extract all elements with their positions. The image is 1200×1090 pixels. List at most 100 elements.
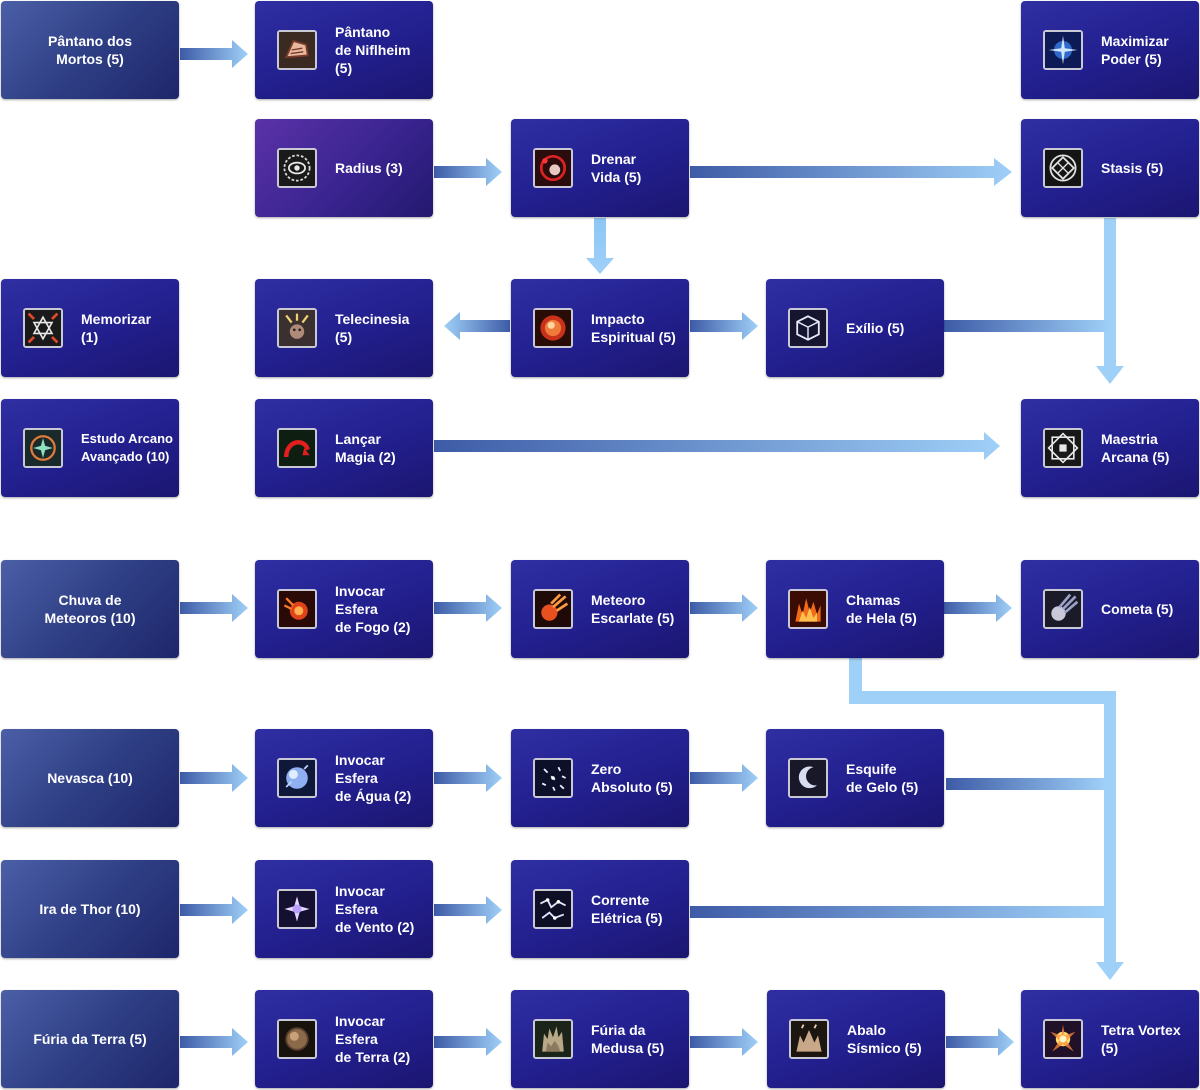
- arrow-radius-to-drenar: [434, 158, 502, 186]
- node-label: Radius (3): [335, 160, 403, 176]
- arrow-nevasca-to-agua: [180, 764, 248, 792]
- node-label: Pântano de Niflheim (5): [335, 24, 411, 76]
- arrow-chuva-to-fogo: [180, 594, 248, 622]
- arcane-mastery-icon: [1043, 428, 1083, 468]
- node-exilio[interactable]: Exílio (5): [766, 279, 944, 377]
- spirit-orb-icon: [533, 308, 573, 348]
- node-label: Invocar Esfera de Vento (2): [335, 883, 415, 935]
- arrow-lancar-to-maestria: [434, 432, 1000, 460]
- ice-coffin-icon: [788, 758, 828, 798]
- node-nevasca[interactable]: Nevasca (10): [1, 729, 179, 827]
- arrow-abalo-to-tetra: [946, 1028, 1014, 1056]
- arcane-study-icon: [23, 428, 63, 468]
- node-memorizar[interactable]: Memorizar (1): [1, 279, 179, 377]
- electric-current-icon: [533, 889, 573, 929]
- node-label: Meteoro Escarlate (5): [591, 592, 675, 626]
- exile-cube-icon: [788, 308, 828, 348]
- node-drenar-vida[interactable]: Drenar Vida (5): [511, 119, 689, 217]
- node-label: Lançar Magia (2): [335, 431, 396, 465]
- node-label: Pântano dos Mortos (5): [47, 33, 132, 67]
- node-furia-terra[interactable]: Fúria da Terra (5): [1, 990, 179, 1088]
- node-label: Maximizar Poder (5): [1101, 33, 1169, 67]
- wind-sphere-icon: [277, 889, 317, 929]
- node-impacto-espiritual[interactable]: Impacto Espiritual (5): [511, 279, 689, 377]
- node-label: Stasis (5): [1101, 160, 1164, 176]
- arrow-chamas-to-cometa: [944, 594, 1012, 622]
- drain-life-icon: [533, 148, 573, 188]
- comet-icon: [1043, 589, 1083, 629]
- arrow-medusa-to-abalo: [690, 1028, 758, 1056]
- arrow-pantano-to-niflheim: [180, 40, 248, 68]
- arrow-agua-to-zero: [434, 764, 502, 792]
- node-label: Fúria da Terra (5): [33, 1031, 147, 1047]
- node-corrente-eletrica[interactable]: Corrente Elétrica (5): [511, 860, 689, 958]
- arrow-vento-to-corrente: [434, 896, 502, 924]
- node-furia-medusa[interactable]: Fúria da Medusa (5): [511, 990, 689, 1088]
- absolute-zero-icon: [533, 758, 573, 798]
- node-label: Abalo Sísmico (5): [847, 1022, 922, 1056]
- earth-sphere-icon: [277, 1019, 317, 1059]
- arrow-terra-to-esfera: [180, 1028, 248, 1056]
- node-label: Esquife de Gelo (5): [846, 761, 919, 795]
- node-esquife-gelo[interactable]: Esquife de Gelo (5): [766, 729, 944, 827]
- node-ira-thor[interactable]: Ira de Thor (10): [1, 860, 179, 958]
- node-abalo-sismico[interactable]: Abalo Sísmico (5): [767, 990, 945, 1088]
- node-chuva-meteoros[interactable]: Chuva de Meteoros (10): [1, 560, 179, 658]
- node-label: Chamas de Hela (5): [846, 592, 917, 626]
- arrow-impacto-to-exilio: [690, 312, 758, 340]
- node-chamas-hela[interactable]: Chamas de Hela (5): [766, 560, 944, 658]
- node-maestria-arcana[interactable]: Maestria Arcana (5): [1021, 399, 1199, 497]
- arrow-drenar-to-stasis: [690, 158, 1012, 186]
- node-esfera-vento[interactable]: Invocar Esfera de Vento (2): [255, 860, 433, 958]
- node-esfera-terra[interactable]: Invocar Esfera de Terra (2): [255, 990, 433, 1088]
- tetra-vortex-icon: [1043, 1019, 1083, 1059]
- scarlet-meteor-icon: [533, 589, 573, 629]
- node-radius[interactable]: Radius (3): [255, 119, 433, 217]
- node-meteoro-escarlate[interactable]: Meteoro Escarlate (5): [511, 560, 689, 658]
- node-label: Zero Absoluto (5): [591, 761, 673, 795]
- node-lancar-magia[interactable]: Lançar Magia (2): [255, 399, 433, 497]
- node-pantano-niflheim[interactable]: Pântano de Niflheim (5): [255, 1, 433, 99]
- node-tetra-vortex[interactable]: Tetra Vortex (5): [1021, 990, 1199, 1088]
- swamp-hand-icon: [277, 30, 317, 70]
- arrow-zero-to-esquife: [690, 764, 758, 792]
- node-cometa[interactable]: Cometa (5): [1021, 560, 1199, 658]
- arrow-corrente-to-tetra: [690, 906, 1106, 918]
- hela-flames-icon: [788, 589, 828, 629]
- radius-circle-icon: [277, 148, 317, 188]
- node-label: Exílio (5): [846, 320, 905, 336]
- telekinesis-icon: [277, 308, 317, 348]
- node-label: Corrente Elétrica (5): [591, 892, 663, 926]
- node-label: Cometa (5): [1101, 601, 1174, 617]
- node-esfera-fogo[interactable]: Invocar Esfera de Fogo (2): [255, 560, 433, 658]
- node-label: Tetra Vortex (5): [1101, 1022, 1181, 1056]
- node-label: Nevasca (10): [47, 770, 133, 786]
- node-label: Invocar Esfera de Água (2): [335, 752, 412, 804]
- arrow-impacto-to-telecinesia: [444, 312, 510, 340]
- node-label: Estudo Arcano Avançado (10): [81, 431, 173, 464]
- node-label: Invocar Esfera de Fogo (2): [335, 583, 411, 635]
- node-label: Fúria da Medusa (5): [591, 1022, 665, 1056]
- node-maximizar-poder[interactable]: Maximizar Poder (5): [1021, 1, 1199, 99]
- node-zero-absoluto[interactable]: Zero Absoluto (5): [511, 729, 689, 827]
- node-pantano-dos-mortos[interactable]: Pântano dos Mortos (5): [1, 1, 179, 99]
- node-esfera-agua[interactable]: Invocar Esfera de Água (2): [255, 729, 433, 827]
- arrow-esquife-to-tetra: [946, 778, 1106, 790]
- node-estudo-arcano[interactable]: Estudo Arcano Avançado (10): [1, 399, 179, 497]
- medusa-fury-icon: [533, 1019, 573, 1059]
- node-label: Chuva de Meteoros (10): [44, 592, 136, 626]
- arrow-fogo-to-meteoro: [434, 594, 502, 622]
- arrow-meteoro-to-chamas: [690, 594, 758, 622]
- arrow-exilio-to-maestria: [944, 320, 1110, 332]
- memorize-star-icon: [23, 308, 63, 348]
- node-telecinesia[interactable]: Telecinesia (5): [255, 279, 433, 377]
- node-label: Memorizar (1): [81, 311, 152, 345]
- node-label: Impacto Espiritual (5): [591, 311, 676, 345]
- node-label: Drenar Vida (5): [591, 151, 642, 185]
- node-stasis[interactable]: Stasis (5): [1021, 119, 1199, 217]
- seismic-icon: [789, 1019, 829, 1059]
- node-label: Maestria Arcana (5): [1101, 431, 1170, 465]
- arrow-thor-to-vento: [180, 896, 248, 924]
- node-label: Invocar Esfera de Terra (2): [335, 1013, 411, 1065]
